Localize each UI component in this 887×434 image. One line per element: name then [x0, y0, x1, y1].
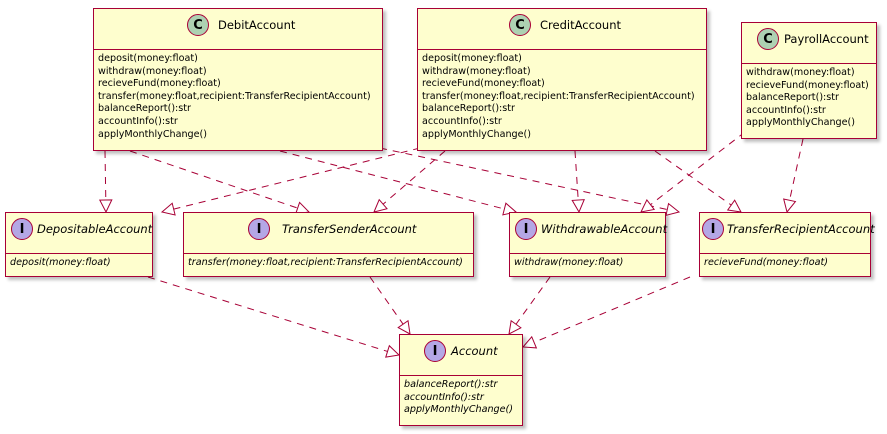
method: balanceReport():str — [746, 92, 839, 104]
divider — [510, 253, 665, 254]
realization-arrowhead — [160, 202, 176, 216]
method: recieveFund(money:float) — [746, 79, 869, 91]
method: recieveFund(money:float) — [98, 78, 221, 90]
class-name: PayrollAccount — [784, 32, 869, 46]
method: recieveFund(money:float) — [704, 257, 828, 268]
method: balanceReport():str — [404, 379, 498, 390]
realization-line — [654, 150, 732, 206]
realization-line — [574, 150, 579, 201]
realization-line — [104, 150, 107, 201]
realization-line — [650, 131, 746, 206]
interface-transfer-sender-account[interactable]: I TransferSenderAccount transfer(money:f… — [183, 212, 474, 277]
method: withdraw(money:float) — [514, 257, 624, 268]
interface-badge-icon: I — [702, 218, 724, 240]
interface-name: TransferRecipientAccount — [727, 222, 875, 236]
interface-name: Account — [451, 344, 498, 358]
realization-line — [515, 276, 551, 325]
method: deposit(money:float) — [422, 53, 522, 64]
realization-line — [147, 276, 388, 352]
method: balanceReport():str — [98, 103, 191, 115]
divider — [184, 253, 473, 254]
interface-withdrawable-account[interactable]: I WithdrawableAccount withdraw(money:flo… — [509, 212, 668, 277]
realization-line — [369, 276, 404, 325]
class-payroll-account[interactable]: C PayrollAccount withdraw(money:float) r… — [741, 22, 877, 139]
class-name: CreditAccount — [540, 18, 622, 32]
realization-line — [129, 150, 298, 209]
method: transfer(money:float,recipient:TransferR… — [188, 257, 463, 268]
class-badge-icon: C — [509, 14, 531, 36]
divider — [742, 63, 876, 64]
class-badge-icon: C — [757, 28, 779, 50]
realization-arrowhead — [508, 319, 522, 335]
method: accountInfo():str — [98, 115, 178, 127]
interface-account[interactable]: I Account balanceReport():str accountInf… — [399, 334, 523, 426]
realization-arrowhead — [640, 198, 656, 213]
realization-arrowhead — [98, 199, 113, 214]
realization-line — [382, 150, 446, 205]
method: withdraw(money:float) — [422, 65, 531, 77]
realization-arrowhead — [726, 199, 742, 213]
method: transfer(money:float,recipient:TransferR… — [422, 90, 695, 102]
interface-badge-icon: I — [248, 218, 270, 240]
divider — [700, 253, 870, 254]
method: accountInfo():str — [746, 104, 826, 116]
realization-line — [379, 147, 668, 210]
method: withdraw(money:float) — [746, 67, 855, 78]
method: applyMonthlyChange() — [98, 128, 208, 140]
realization-line — [279, 150, 505, 210]
interface-badge-icon: I — [424, 340, 446, 362]
method: deposit(money:float) — [98, 53, 198, 64]
realization-arrowhead — [665, 202, 681, 217]
method: balanceReport():str — [422, 103, 515, 115]
method: withdraw(money:float) — [98, 65, 207, 77]
method: deposit(money:float) — [10, 257, 111, 268]
method: applyMonthlyChange() — [746, 117, 856, 129]
divider — [94, 49, 382, 50]
interface-transfer-recipient-account[interactable]: I TransferRecipientAccount recieveFund(m… — [699, 212, 875, 277]
class-debit-account[interactable]: C DebitAccount deposit(money:float) with… — [93, 8, 383, 151]
interface-name: WithdrawableAccount — [541, 222, 668, 236]
divider — [400, 375, 522, 376]
realization-arrowhead — [521, 335, 538, 349]
realization-arrowhead — [571, 199, 585, 214]
realization-line — [173, 147, 421, 210]
realization-arrowhead — [373, 198, 388, 213]
divider — [418, 49, 706, 50]
interface-badge-icon: I — [515, 218, 537, 240]
interface-name: TransferSenderAccount — [282, 222, 417, 236]
class-name: DebitAccount — [218, 18, 296, 32]
realization-arrowhead — [385, 344, 401, 358]
class-credit-account[interactable]: C CreditAccount deposit(money:float) wit… — [417, 8, 707, 151]
method: accountInfo():str — [422, 115, 502, 127]
divider — [6, 253, 152, 254]
interface-name: DepositableAccount — [37, 222, 153, 236]
realization-line — [789, 138, 804, 201]
interface-depositable-account[interactable]: I DepositableAccount deposit(money:float… — [5, 212, 153, 277]
method: accountInfo():str — [404, 391, 484, 403]
realization-arrowhead — [783, 198, 797, 214]
realization-arrowhead — [397, 319, 411, 335]
interface-badge-icon: I — [11, 218, 33, 240]
method: recieveFund(money:float) — [422, 78, 545, 90]
class-badge-icon: C — [187, 14, 209, 36]
method: applyMonthlyChange() — [422, 128, 532, 140]
method: applyMonthlyChange() — [404, 404, 514, 416]
realization-line — [533, 276, 691, 343]
method: transfer(money:float,recipient:TransferR… — [98, 90, 371, 102]
